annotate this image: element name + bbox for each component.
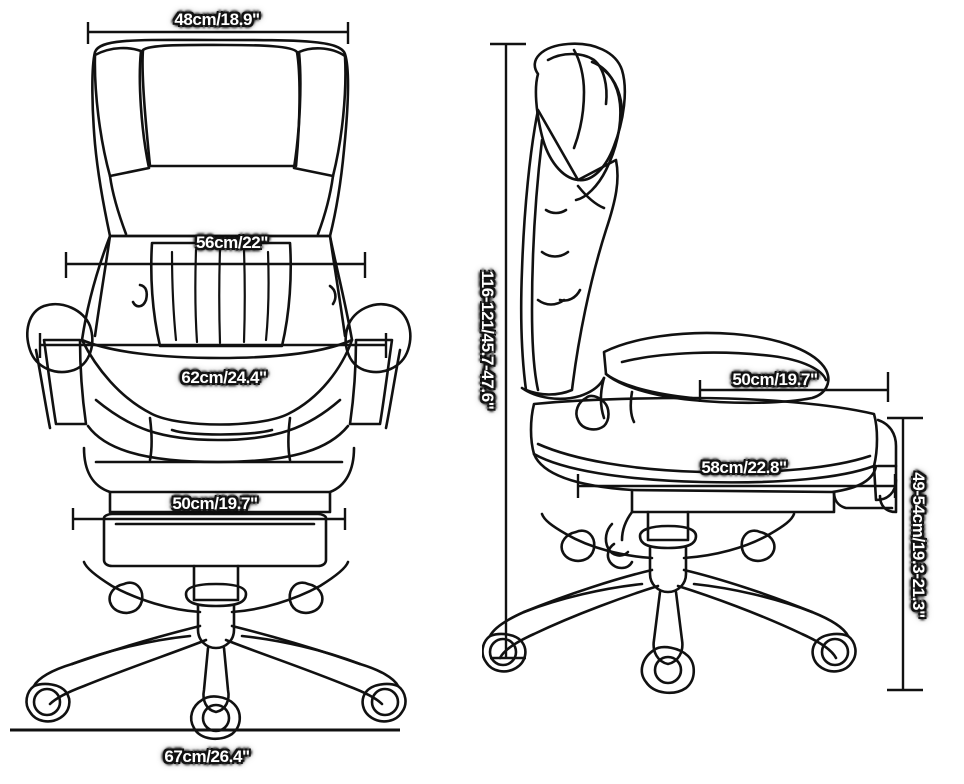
side-view-dimension-lines: [490, 42, 923, 692]
front-view-dimension-lines: [10, 22, 400, 732]
side-view: 116-121/45.7-47.6" 50cm/19.7" 58cm/22.8"…: [478, 0, 964, 784]
front-view: 48cm/18.9" 56cm/22" 62cm/24.4" 50cm/19.7…: [10, 10, 412, 766]
side-view-chair-illustration: [482, 42, 898, 695]
